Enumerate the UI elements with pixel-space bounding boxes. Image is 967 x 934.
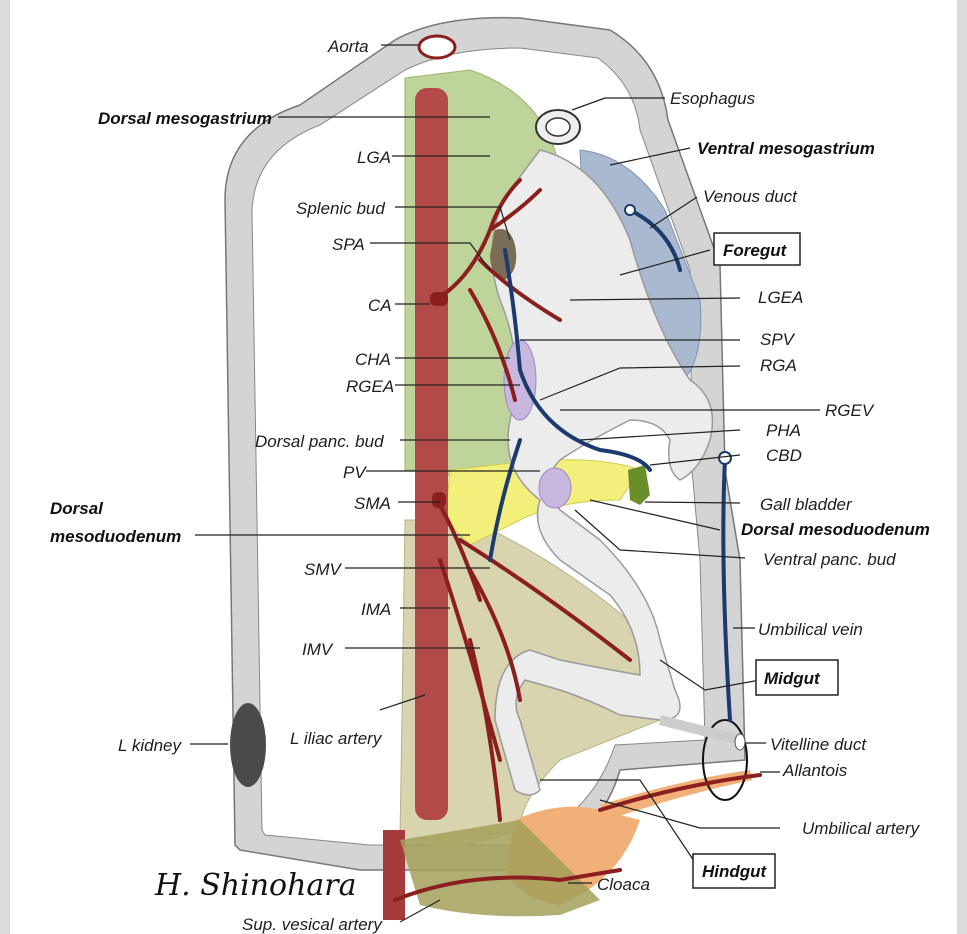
label-smv: SMV [304, 560, 343, 579]
aorta-column [415, 88, 448, 820]
label-lga: LGA [357, 148, 391, 167]
label-aorta: Aorta [327, 37, 369, 56]
vitelline-duct-end [735, 734, 745, 750]
label-cloaca: Cloaca [597, 875, 650, 894]
label-ca: CA [368, 296, 392, 315]
label-umbilical-vein: Umbilical vein [758, 620, 863, 639]
label-ventral-mesogastrium: Ventral mesogastrium [697, 139, 875, 158]
label-esophagus: Esophagus [670, 89, 756, 108]
left-kidney [230, 703, 266, 787]
label-ventral-panc-bud: Ventral panc. bud [763, 550, 896, 569]
label-sma: SMA [354, 494, 391, 513]
label-spa: SPA [332, 235, 365, 254]
esophagus-lumen [546, 118, 570, 136]
label-hindgut: Hindgut [702, 862, 768, 881]
label-dorsal-mesoduodenum-right: Dorsal mesoduodenum [741, 520, 930, 539]
label-l-iliac-artery: L iliac artery [290, 729, 383, 748]
umbilical-vein-top [719, 452, 731, 464]
label-foregut: Foregut [723, 241, 788, 260]
label-rgea: RGEA [346, 377, 394, 396]
label-dorsal-panc-bud: Dorsal panc. bud [255, 432, 384, 451]
label-allantois: Allantois [782, 761, 848, 780]
label-gall-bladder: Gall bladder [760, 495, 853, 514]
label-midgut: Midgut [764, 669, 821, 688]
label-pha: PHA [766, 421, 801, 440]
venous-duct-end [625, 205, 635, 215]
label-pv: PV [343, 463, 367, 482]
author-signature: H. Shinohara [154, 868, 357, 903]
label-cha: CHA [355, 350, 391, 369]
sma-stub [432, 492, 446, 508]
aorta-cross-section [419, 36, 455, 58]
label-rga: RGA [760, 356, 797, 375]
label-splenic-bud: Splenic bud [296, 199, 385, 218]
label-dorsal-mesogastrium: Dorsal mesogastrium [98, 109, 272, 128]
label-ima: IMA [361, 600, 391, 619]
label-l-kidney: L kidney [118, 736, 183, 755]
label-venous-duct: Venous duct [703, 187, 798, 206]
label-spv: SPV [760, 330, 796, 349]
celiac-stub [430, 292, 448, 306]
label-sup-vesical-artery: Sup. vesical artery [242, 915, 383, 934]
label-imv: IMV [302, 640, 334, 659]
label-cbd: CBD [766, 446, 802, 465]
label-umbilical-artery: Umbilical artery [802, 819, 921, 838]
label-lgea: LGEA [758, 288, 803, 307]
label-rgev: RGEV [825, 401, 875, 420]
label-vitelline-duct: Vitelline duct [770, 735, 867, 754]
ventral-pancreatic-bud [539, 468, 571, 508]
